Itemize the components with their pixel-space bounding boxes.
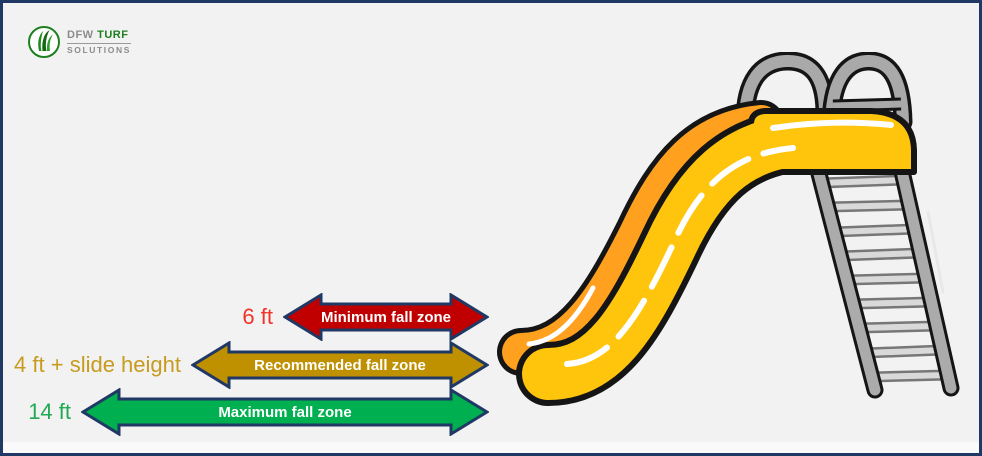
brand-sub: SOLUTIONS xyxy=(67,44,131,55)
brand-name: DFW TURF xyxy=(67,28,131,44)
maximum-fall-zone-arrow: Maximum fall zone xyxy=(80,387,490,437)
minimum-distance-label: 6 ft xyxy=(242,304,273,329)
brand-logo-text: DFW TURF SOLUTIONS xyxy=(67,28,131,55)
double-headed-arrow-green xyxy=(80,387,490,437)
ladder-rungs xyxy=(820,174,949,383)
recommended-fall-zone-arrow: Recommended fall zone xyxy=(190,340,490,390)
bottom-margin-strip xyxy=(3,442,979,453)
playground-slide-illustration xyxy=(497,52,960,406)
ladder-rails xyxy=(809,158,960,399)
fall-zone-row-maximum: 14 ft Maximum fall zone xyxy=(3,387,490,437)
grass-logo-icon xyxy=(28,26,60,58)
recommended-distance-label: 4 ft + slide height xyxy=(14,352,181,377)
brand-prefix: DFW xyxy=(67,28,94,41)
arrow-shape xyxy=(282,292,490,342)
fall-zone-row-minimum: 6 ft Minimum fall zone xyxy=(3,292,490,342)
fall-zone-row-recommended: 4 ft + slide height Recommended fall zon… xyxy=(3,340,490,390)
brand-logo: DFW TURF SOLUTIONS xyxy=(27,25,131,59)
brand-main: TURF xyxy=(97,28,129,41)
minimum-fall-zone-arrow: Minimum fall zone xyxy=(282,292,490,342)
arrow-shape xyxy=(190,340,490,390)
double-headed-arrow-gold xyxy=(190,340,490,390)
double-headed-arrow-red xyxy=(282,292,490,342)
maximum-distance-label: 14 ft xyxy=(28,399,71,424)
arrow-shape xyxy=(80,387,490,437)
